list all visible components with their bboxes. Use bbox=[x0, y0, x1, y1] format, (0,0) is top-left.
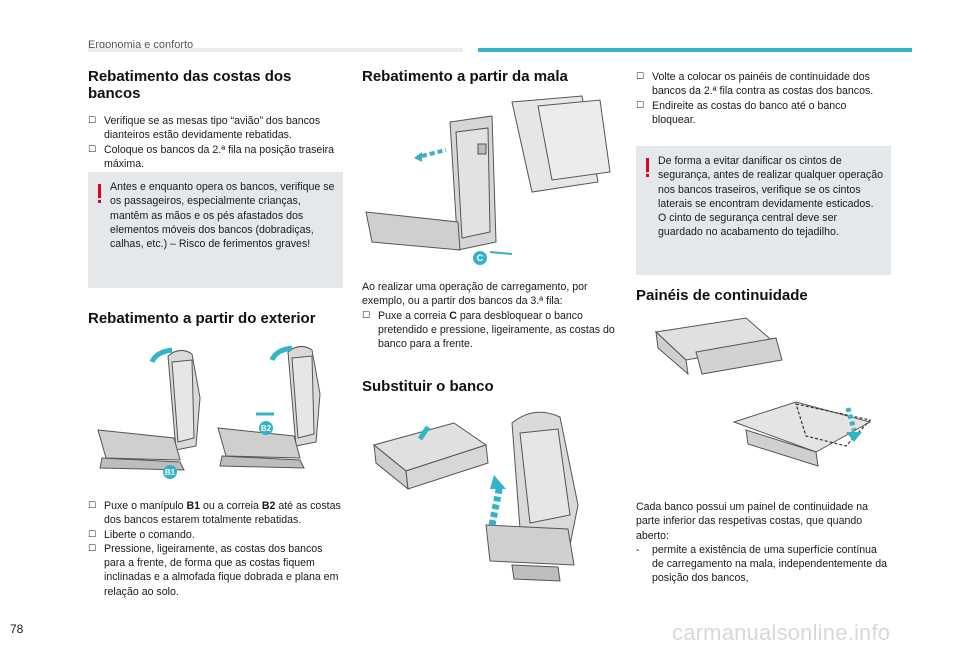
intro-text: Ao realizar uma operação de carregamento… bbox=[362, 281, 588, 308]
c-label: C bbox=[477, 253, 484, 263]
list-item: ☐Volte a colocar os painéis de continuid… bbox=[636, 71, 874, 98]
title-paineis-continuidade: Painéis de continuidade bbox=[636, 287, 808, 304]
header-divider bbox=[88, 48, 463, 52]
seat-replace-illustration bbox=[372, 411, 579, 582]
trunk-fold-illustration: C bbox=[365, 95, 611, 265]
checkbox-bullet-icon: ☐ bbox=[88, 501, 97, 511]
bullet-list: ☐Verifique se as mesas tipo “avião” dos … bbox=[88, 114, 343, 171]
b1-marker bbox=[163, 465, 177, 479]
arrowhead-icon bbox=[846, 432, 862, 442]
list-item: ☐Liberte o comando. bbox=[88, 528, 195, 541]
warning-box: Antes e enquanto opera os bancos, verifi… bbox=[88, 172, 343, 288]
arrowhead-icon bbox=[490, 475, 506, 489]
watermark: carmanualsonline.info bbox=[672, 620, 891, 645]
checkbox-bullet-icon: ☐ bbox=[88, 144, 97, 155]
list-item: ☐Verifique se as mesas tipo “avião” dos … bbox=[88, 115, 321, 142]
page-number: 78 bbox=[10, 622, 24, 636]
arrow-icon bbox=[421, 148, 447, 158]
arrow-icon bbox=[417, 425, 431, 441]
checkbox-bullet-icon: ☐ bbox=[362, 310, 371, 321]
arrow-icon bbox=[149, 347, 173, 364]
arrow-icon bbox=[488, 484, 504, 526]
title-rebatimento-exterior: Rebatimento a partir do exterior bbox=[88, 310, 316, 327]
seat-right bbox=[217, 346, 321, 469]
title-substituir-banco: Substituir o banco bbox=[362, 378, 494, 395]
panels-illustration bbox=[654, 317, 872, 467]
steps-list: ☐Puxe o manípulo B1 ou a correia B2 até … bbox=[88, 499, 343, 599]
b1-label: B1 bbox=[165, 468, 176, 477]
checkbox-bullet-icon: ☐ bbox=[88, 529, 97, 540]
title-rebatimento-costas: Rebatimento das costas dos bancos bbox=[88, 68, 292, 102]
list-item: ☐Puxe o manípulo B1 ou a correia B2 até … bbox=[88, 500, 341, 527]
arrow-icon bbox=[489, 251, 513, 255]
list-item: ☐Coloque os bancos da 2.ª fila na posiçã… bbox=[88, 143, 335, 170]
checkbox-bullet-icon: ☐ bbox=[636, 72, 645, 82]
warning-text: Antes e enquanto opera os bancos, verifi… bbox=[110, 181, 335, 251]
checkbox-bullet-icon: ☐ bbox=[88, 543, 97, 554]
checkbox-bullet-icon: ☐ bbox=[88, 116, 97, 126]
exclamation-icon bbox=[98, 184, 102, 203]
warning-text: De forma a evitar danificar os cintos de… bbox=[658, 155, 883, 239]
exclamation-icon bbox=[646, 158, 650, 177]
arrowhead-icon bbox=[414, 152, 422, 162]
trunk-text: Ao realizar uma operação de carregamento… bbox=[362, 280, 617, 351]
list-item: ☐Endireite as costas do banco até o banc… bbox=[636, 99, 847, 126]
col3-bullets: ☐Volte a colocar os painéis de continuid… bbox=[636, 70, 891, 127]
col3-paragraph: Cada banco possui um painel de continuid… bbox=[636, 500, 891, 586]
list-item: -permite a existência de uma superfície … bbox=[636, 543, 887, 585]
column-1: Rebatimento das costas dos bancos ☐Verif… bbox=[88, 68, 343, 171]
b2-label: B2 bbox=[261, 424, 272, 433]
arrow-icon bbox=[845, 407, 857, 431]
panel-outline bbox=[795, 403, 872, 447]
seat-fold-illustration: B1 B2 bbox=[97, 345, 321, 479]
arrow-icon bbox=[269, 345, 293, 362]
b2-marker bbox=[259, 421, 273, 435]
warning-box: De forma a evitar danificar os cintos de… bbox=[636, 146, 891, 275]
list-item: ☐Pressione, ligeiramente, as costas dos … bbox=[88, 542, 339, 598]
header-accent-bar bbox=[478, 48, 912, 52]
c-marker bbox=[473, 251, 487, 265]
seat-left bbox=[97, 350, 201, 471]
title-rebatimento-mala: Rebatimento a partir da mala bbox=[362, 68, 568, 85]
checkbox-bullet-icon: ☐ bbox=[636, 100, 645, 111]
list-item: ☐Puxe a correia C para desbloquear o ban… bbox=[362, 309, 615, 351]
